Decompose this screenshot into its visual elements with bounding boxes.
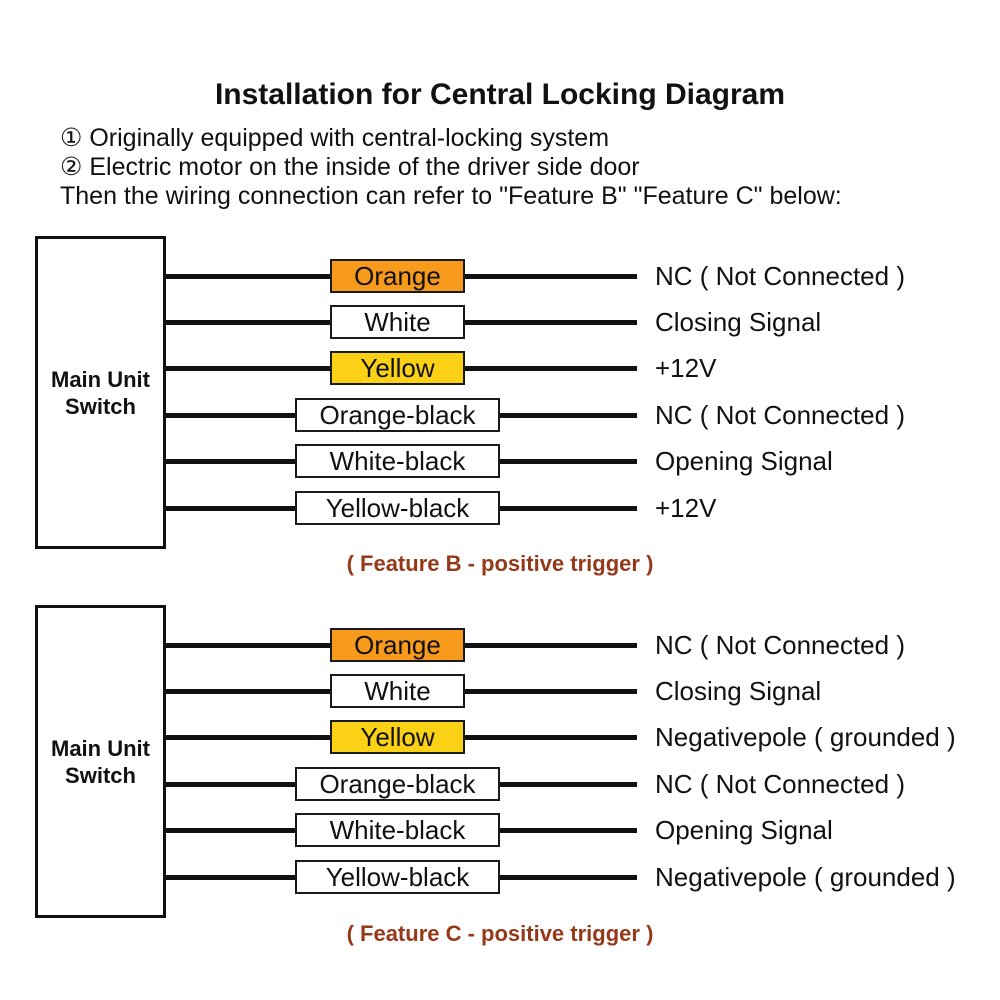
wire-label-yellow-black: Yellow-black — [295, 491, 500, 525]
signal-label: Opening Signal — [655, 446, 833, 476]
note-line-3: Then the wiring connection can refer to … — [60, 182, 842, 210]
wire-left-yellow-black — [166, 506, 295, 511]
switch-label-line: Main Unit — [51, 735, 150, 761]
wire-right-orange — [465, 274, 637, 279]
page-title: Installation for Central Locking Diagram — [214, 78, 786, 111]
wire-right-yellow — [465, 366, 637, 371]
wire-label-white: White — [330, 305, 465, 339]
wire-left-orange — [166, 643, 330, 648]
wire-right-white — [465, 320, 637, 325]
switch-label-line: Switch — [65, 762, 136, 788]
wire-label-orange: Orange — [330, 259, 465, 293]
wire-left-white — [166, 320, 330, 325]
signal-label: Closing Signal — [655, 676, 822, 706]
wire-right-yellow — [465, 735, 637, 740]
wire-left-white-black — [166, 459, 295, 464]
switch-label-line: Switch — [65, 393, 136, 419]
wire-right-orange-black — [500, 782, 637, 787]
signal-label: NC ( Not Connected ) — [655, 261, 905, 291]
wire-label-white: White — [330, 674, 465, 708]
signal-label: Opening Signal — [655, 815, 833, 845]
wire-label-orange: Orange — [330, 628, 465, 662]
wire-right-yellow-black — [500, 875, 637, 880]
wire-label-orange-black: Orange-black — [295, 398, 500, 432]
wire-right-white — [465, 689, 637, 694]
caption-feature-c: ( Feature C - positive trigger ) — [346, 921, 654, 946]
wire-left-orange-black — [166, 413, 295, 418]
signal-label: NC ( Not Connected ) — [655, 400, 905, 430]
note-line-2: ② Electric motor on the inside of the dr… — [60, 153, 640, 181]
signal-label: NC ( Not Connected ) — [655, 630, 905, 660]
wire-label-white-black: White-black — [295, 444, 500, 478]
signal-label: NC ( Not Connected ) — [655, 769, 905, 799]
signal-label: Negativepole ( grounded ) — [655, 722, 956, 752]
wire-left-yellow-black — [166, 875, 295, 880]
note-line-1: ① Originally equipped with central-locki… — [60, 124, 610, 152]
switch-label-line: Main Unit — [51, 366, 150, 392]
signal-label: +12V — [655, 493, 717, 523]
wire-right-white-black — [500, 828, 637, 833]
wire-label-yellow-black: Yellow-black — [295, 860, 500, 894]
wire-left-white-black — [166, 828, 295, 833]
wire-label-orange-black: Orange-black — [295, 767, 500, 801]
signal-label: Negativepole ( grounded ) — [655, 862, 956, 892]
wire-label-yellow: Yellow — [330, 351, 465, 385]
wire-right-orange — [465, 643, 637, 648]
notes-block: ① Originally equipped with central-locki… — [60, 124, 842, 211]
wire-right-white-black — [500, 459, 637, 464]
caption-feature-b: ( Feature B - positive trigger ) — [346, 551, 654, 576]
signal-label: +12V — [655, 353, 717, 383]
wire-label-yellow: Yellow — [330, 720, 465, 754]
wire-label-white-black: White-black — [295, 813, 500, 847]
wire-left-white — [166, 689, 330, 694]
wire-right-orange-black — [500, 413, 637, 418]
wire-left-yellow — [166, 735, 330, 740]
wire-left-yellow — [166, 366, 330, 371]
wire-right-yellow-black — [500, 506, 637, 511]
wire-left-orange — [166, 274, 330, 279]
wire-left-orange-black — [166, 782, 295, 787]
signal-label: Closing Signal — [655, 307, 822, 337]
